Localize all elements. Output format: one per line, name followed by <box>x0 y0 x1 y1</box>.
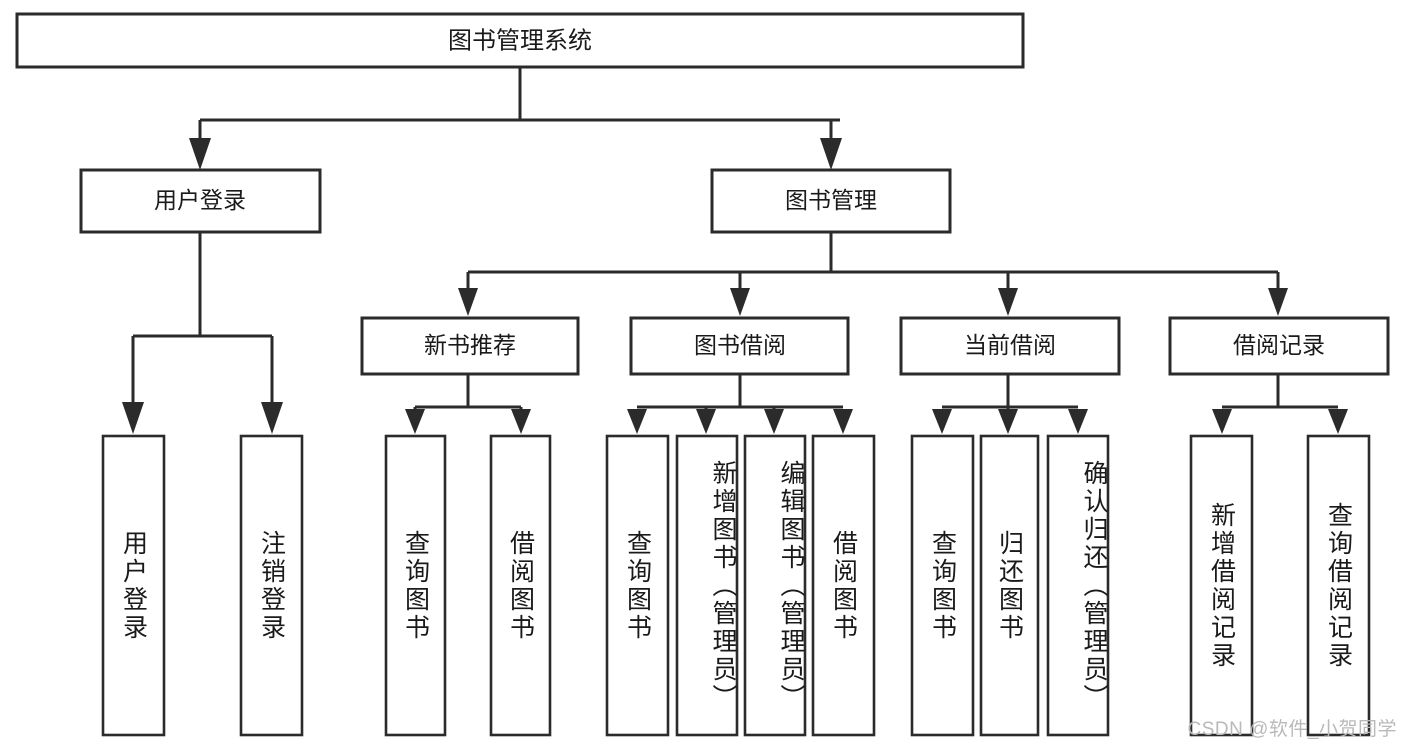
node-box-leaf-query-book-2[interactable] <box>605 434 670 737</box>
node-box-leaf-query-book-3[interactable] <box>910 434 975 737</box>
node-box-leaf-confirm-return[interactable] <box>1046 434 1110 737</box>
node-box-user-login[interactable] <box>79 168 322 234</box>
node-box-root[interactable] <box>15 12 1025 69</box>
connector-group-current-borrow <box>932 374 1088 434</box>
node-box-new-book-rec[interactable] <box>360 316 580 376</box>
watermark-text: CSDN @软件_小贺同学 <box>1187 719 1397 740</box>
connector-group-book-borrow <box>627 374 853 434</box>
arrow-head-leaf-borrow-book-1 <box>511 409 531 434</box>
arrow-head-leaf-borrow-book-2 <box>833 409 853 434</box>
node-box-borrow-record[interactable] <box>1168 316 1390 376</box>
node-label-book-borrow: 图书借阅 <box>694 332 786 358</box>
arrow-head-leaf-edit-book <box>764 409 784 434</box>
node-label-borrow-record: 借阅记录 <box>1233 332 1325 358</box>
node-label-book-manage: 图书管理 <box>785 187 877 213</box>
arrow-head-book-manage <box>820 138 842 170</box>
node-box-leaf-add-book[interactable] <box>675 434 739 737</box>
connector-group-new-book-rec <box>405 374 531 434</box>
node-box-leaf-query-book-1[interactable] <box>384 434 447 737</box>
arrow-head-borrow-record <box>1268 288 1288 316</box>
connector-group-user-login <box>122 232 283 434</box>
arrow-head-leaf-query-record <box>1328 409 1348 434</box>
arrow-head-leaf-logout-login <box>261 402 283 434</box>
arrow-head-leaf-return-book <box>998 409 1018 434</box>
node-label-current-borrow: 当前借阅 <box>964 332 1056 358</box>
arrow-head-user-login <box>189 138 211 170</box>
arrow-head-leaf-add-book <box>696 409 716 434</box>
arrow-head-book-borrow <box>730 288 750 316</box>
node-box-current-borrow[interactable] <box>899 316 1121 376</box>
node-box-book-borrow[interactable] <box>629 316 850 376</box>
node-box-leaf-logout-login[interactable] <box>239 434 304 737</box>
arrow-head-new-book-rec <box>458 288 478 316</box>
node-box-leaf-borrow-book-2[interactable] <box>811 434 876 737</box>
node-box-leaf-edit-book[interactable] <box>743 434 807 737</box>
connector-group-book-manage <box>458 232 1288 316</box>
arrow-head-leaf-confirm-return <box>1068 409 1088 434</box>
node-box-leaf-query-record[interactable] <box>1306 434 1371 737</box>
arrow-head-current-borrow <box>998 288 1018 316</box>
node-box-book-manage[interactable] <box>710 168 952 234</box>
connector-group-borrow-record <box>1212 374 1348 434</box>
arrow-head-leaf-query-book-1 <box>405 409 425 434</box>
node-box-leaf-borrow-book-1[interactable] <box>489 434 552 737</box>
node-box-leaf-user-login[interactable] <box>101 434 166 737</box>
arrow-head-leaf-user-login <box>122 402 144 434</box>
node-box-leaf-add-record[interactable] <box>1189 434 1254 737</box>
arrow-head-leaf-query-book-3 <box>932 409 952 434</box>
node-label-root: 图书管理系统 <box>448 27 592 54</box>
node-box-leaf-return-book[interactable] <box>979 434 1040 737</box>
arrow-head-leaf-add-record <box>1212 409 1232 434</box>
node-label-new-book-rec: 新书推荐 <box>424 332 516 358</box>
node-label-user-login: 用户登录 <box>154 187 246 213</box>
arrow-head-leaf-query-book-2 <box>627 409 647 434</box>
connector-group-root <box>189 66 842 170</box>
